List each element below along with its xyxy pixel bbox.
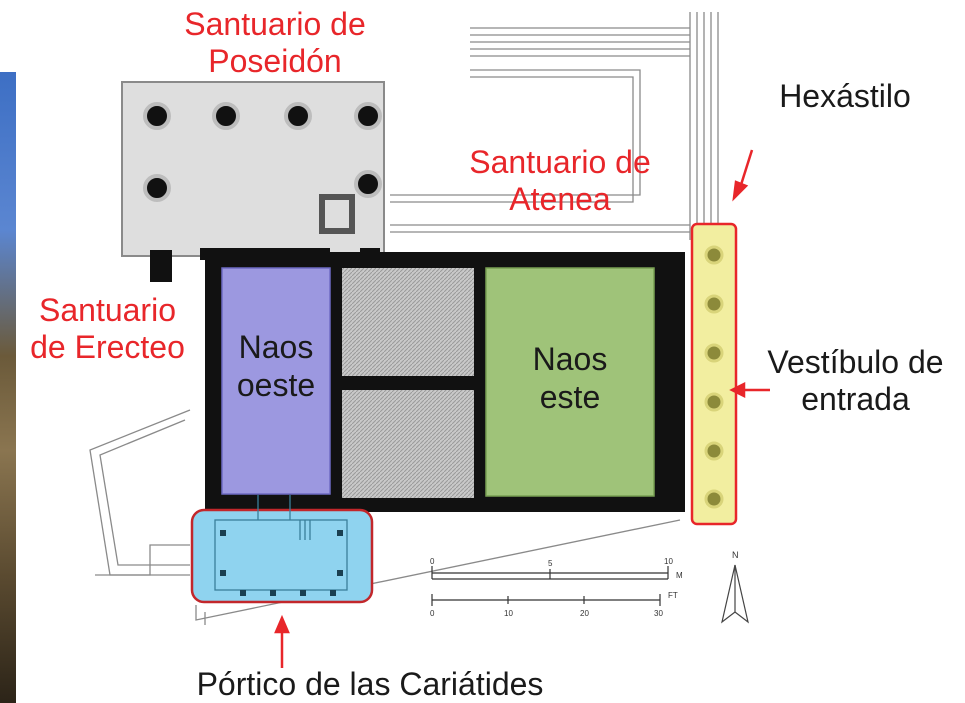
naos-este-line-1: Naos xyxy=(532,341,608,377)
vestibule-columns xyxy=(704,245,724,509)
vestibule-area xyxy=(690,222,738,526)
naos-oeste-area xyxy=(221,267,331,495)
poseidon-line-1: Santuario de xyxy=(184,6,366,42)
svg-text:FT: FT xyxy=(668,591,678,600)
erecteo-line-1: Santuario xyxy=(39,292,176,328)
label-vestibulo: Vestíbulo de entrada xyxy=(748,344,963,418)
north-label: N xyxy=(732,550,739,560)
vestibulo-line-2: entrada xyxy=(801,381,910,417)
label-santuario-atenea: Santuario de Atenea xyxy=(440,144,680,218)
svg-text:20: 20 xyxy=(580,609,589,618)
scale-bar-feet xyxy=(431,594,661,606)
naos-este-line-2: este xyxy=(539,379,601,415)
scale-tick-labels: 0 5 10 M 0 10 20 30 FT xyxy=(430,557,683,618)
altar xyxy=(319,194,355,234)
poseidon-columns xyxy=(143,102,382,202)
naos-oeste-line-1: Naos xyxy=(238,329,314,365)
scale-bar-meters xyxy=(431,566,669,580)
retaining-wall-lines xyxy=(390,12,719,240)
poseidon-line-2: Poseidón xyxy=(208,43,342,79)
erecteo-line-2: de Erecteo xyxy=(30,329,185,365)
middle-room-south xyxy=(342,390,474,498)
west-terrace-lines xyxy=(89,409,681,625)
label-santuario-poseidon: Santuario de Poseidón xyxy=(155,6,395,80)
svg-text:M: M xyxy=(676,571,683,580)
caryatid-porch-area xyxy=(190,508,374,604)
atenea-line-2: Atenea xyxy=(509,181,611,217)
naos-oeste-line-2: oeste xyxy=(236,367,316,403)
caryatid-figures xyxy=(220,530,343,596)
label-portico-cariatides: Pórtico de las Cariátides xyxy=(196,666,544,702)
label-naos-oeste: Naos oeste xyxy=(222,328,330,404)
svg-text:10: 10 xyxy=(664,557,673,566)
naos-este-area xyxy=(485,267,655,497)
label-arrows xyxy=(274,149,770,668)
label-hexastilo: Hexástilo xyxy=(779,78,911,114)
svg-text:5: 5 xyxy=(548,559,553,568)
svg-text:30: 30 xyxy=(654,609,663,618)
background-photo-strip xyxy=(0,72,16,703)
north-arrow xyxy=(721,564,749,624)
svg-text:0: 0 xyxy=(430,609,435,618)
svg-text:0: 0 xyxy=(430,557,435,566)
middle-room-north xyxy=(342,268,474,376)
vestibulo-line-1: Vestíbulo de xyxy=(767,344,944,380)
caryatid-porch-detail xyxy=(214,495,348,591)
svg-text:10: 10 xyxy=(504,609,513,618)
atenea-line-1: Santuario de xyxy=(469,144,651,180)
label-santuario-erecteo: Santuario de Erecteo xyxy=(10,292,205,366)
label-naos-este: Naos este xyxy=(486,340,654,416)
